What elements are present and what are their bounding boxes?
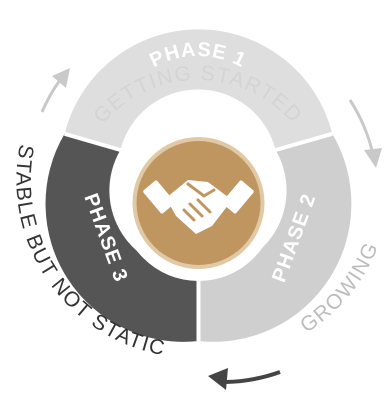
- phase-3-segment: [45, 133, 199, 342]
- phase-1-segment: [64, 29, 333, 150]
- arrow-right: [348, 99, 382, 168]
- phase-2-segment: [198, 133, 352, 342]
- separator: [275, 131, 333, 152]
- separator: [64, 131, 121, 152]
- arrow-bottom: [208, 368, 281, 390]
- handshake-icon: [143, 180, 254, 234]
- arrow-top-left: [40, 68, 70, 113]
